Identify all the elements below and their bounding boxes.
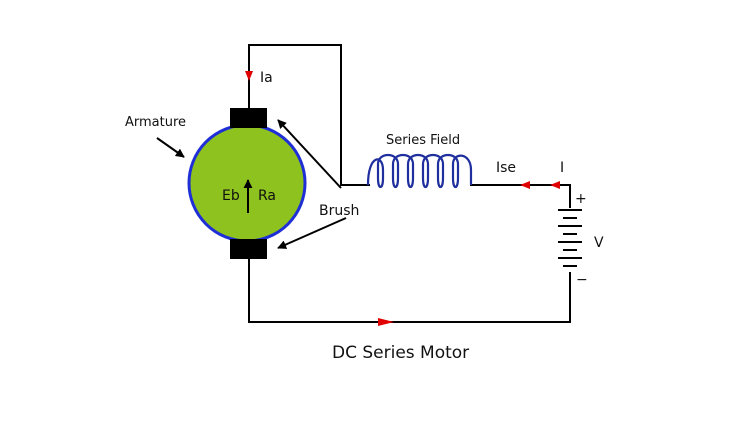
armature-pointer-arrow — [156, 137, 185, 158]
ise-current-arrow — [520, 181, 530, 189]
label-ra: Ra — [258, 188, 276, 204]
battery — [558, 209, 582, 267]
brush-pointer-arrow-top — [277, 119, 342, 189]
top-brush — [230, 108, 267, 128]
series-field-coil — [366, 153, 473, 189]
top-wire — [248, 44, 370, 186]
ia-current-arrow — [245, 71, 253, 81]
label-eb: Eb — [222, 188, 240, 204]
label-plus: + — [575, 191, 587, 207]
label-ia: Ia — [260, 70, 273, 86]
label-ise: Ise — [496, 160, 516, 176]
label-brush: Brush — [319, 203, 359, 219]
label-series-field: Series Field — [386, 133, 460, 148]
line-current-arrow — [550, 181, 560, 189]
bottom-current-arrow — [378, 318, 394, 326]
label-v: V — [594, 235, 604, 251]
bottom-brush — [230, 239, 267, 259]
label-i: I — [560, 160, 564, 176]
coil-to-battery-wire — [470, 184, 571, 208]
label-armature: Armature — [125, 115, 186, 130]
circuit-wires — [248, 44, 571, 323]
diagram-title: DC Series Motor — [332, 343, 469, 363]
label-minus: − — [576, 272, 588, 288]
brush-pointer-arrow-bottom — [277, 217, 347, 249]
bottom-wire — [248, 258, 571, 323]
